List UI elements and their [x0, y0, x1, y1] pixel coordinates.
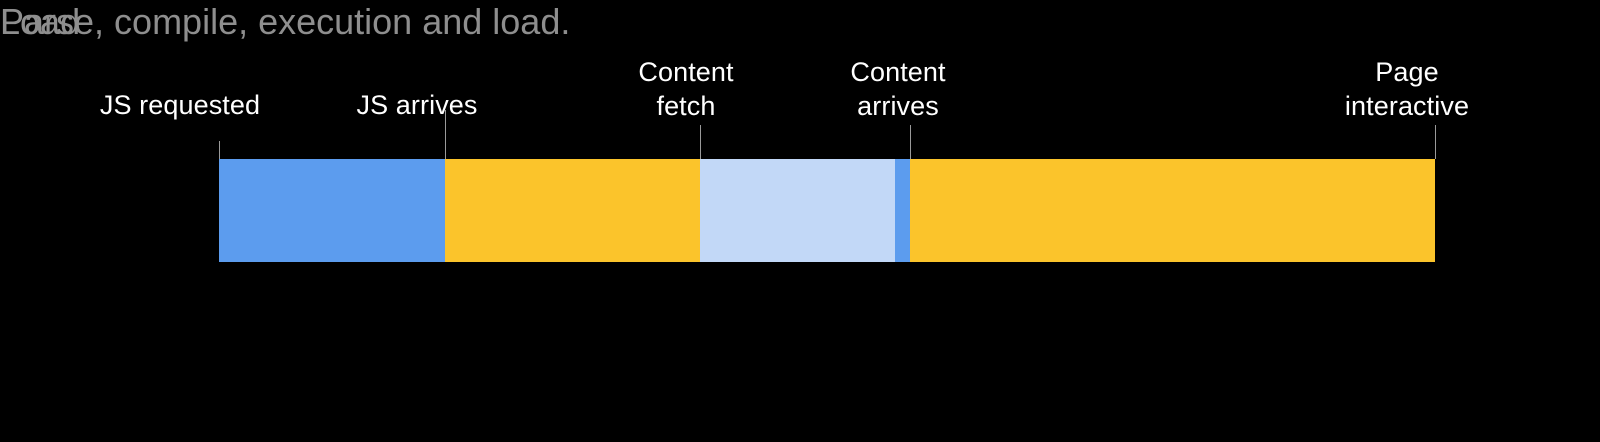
- phase-caption-load: Load: [0, 1, 81, 42]
- bar-segment-execute-load: [910, 159, 1435, 262]
- marker-label-js-requested: JS requested: [99, 90, 261, 120]
- marker-label-js-arrives: JS arrives: [356, 90, 478, 120]
- phase-caption-parse: Parse, compile, execution and load.: [0, 1, 571, 42]
- bar-segment-load-request: [219, 159, 445, 262]
- tick-line-content-arrives: [910, 125, 911, 159]
- bar-segment-content-wait: [700, 159, 895, 262]
- tick-line-js-arrives: [445, 110, 446, 159]
- marker-label-content-fetch: Content fetch: [638, 57, 734, 121]
- marker-label-content-arrives: Content arrives: [850, 57, 946, 121]
- tick-line-content-fetch: [700, 125, 701, 159]
- bar-segment-content-load: [895, 159, 910, 262]
- bar-segment-parse-compile-1: [445, 159, 700, 262]
- tick-line-page-interactive: [1435, 125, 1436, 159]
- marker-label-page-interactive: Page interactive: [1344, 57, 1470, 121]
- tick-line-js-requested: [219, 141, 220, 159]
- timeline-bar: [219, 159, 1435, 262]
